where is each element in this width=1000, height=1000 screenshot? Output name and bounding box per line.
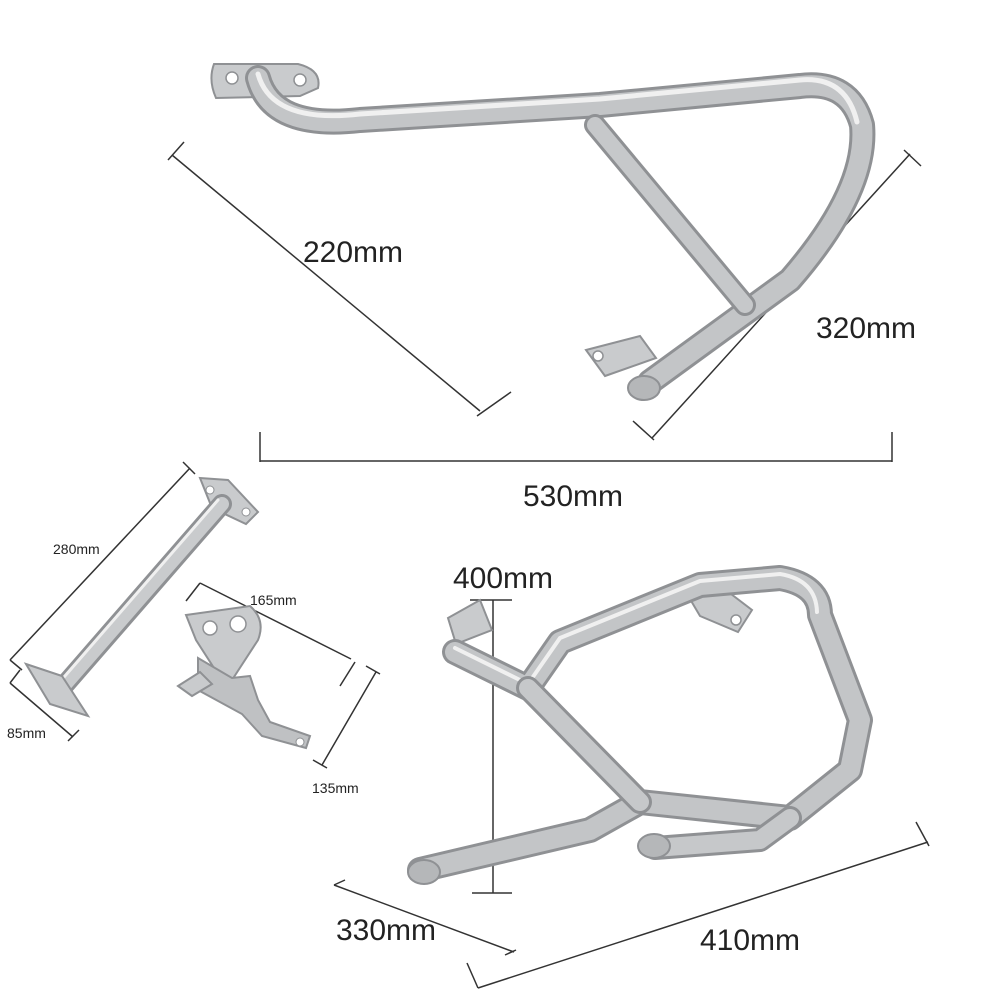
dim-line-85	[9, 669, 80, 742]
mount-post	[23, 476, 260, 718]
dim-line-135	[312, 665, 381, 769]
dim-label-bottom-depth: 330mm	[336, 914, 437, 947]
dim-label-bracket-length: 165mm	[250, 592, 297, 608]
lower-crash-bar	[407, 565, 873, 885]
dim-line-410	[466, 821, 930, 989]
dim-line-530	[259, 432, 893, 462]
dim-label-bottom-width: 410mm	[700, 924, 801, 957]
dim-label-bracket-height: 135mm	[312, 780, 359, 796]
mounting-bracket	[176, 604, 312, 750]
dim-label-top-depth: 320mm	[816, 312, 917, 345]
dim-label-post-length: 280mm	[53, 541, 100, 557]
upper-bar-small-tab	[584, 334, 658, 378]
dim-label-top-width: 530mm	[523, 480, 624, 513]
dim-label-post-base: 85mm	[7, 725, 46, 741]
dim-label-bottom-height: 400mm	[453, 562, 554, 595]
dim-line-330	[333, 879, 517, 956]
dim-line-280	[9, 461, 196, 671]
dimension-lines	[9, 141, 930, 989]
dim-line-165	[185, 582, 356, 687]
dim-label-top-diagonal: 220mm	[303, 236, 404, 269]
upper-crash-bar	[210, 63, 876, 401]
dim-line-220	[167, 141, 512, 417]
